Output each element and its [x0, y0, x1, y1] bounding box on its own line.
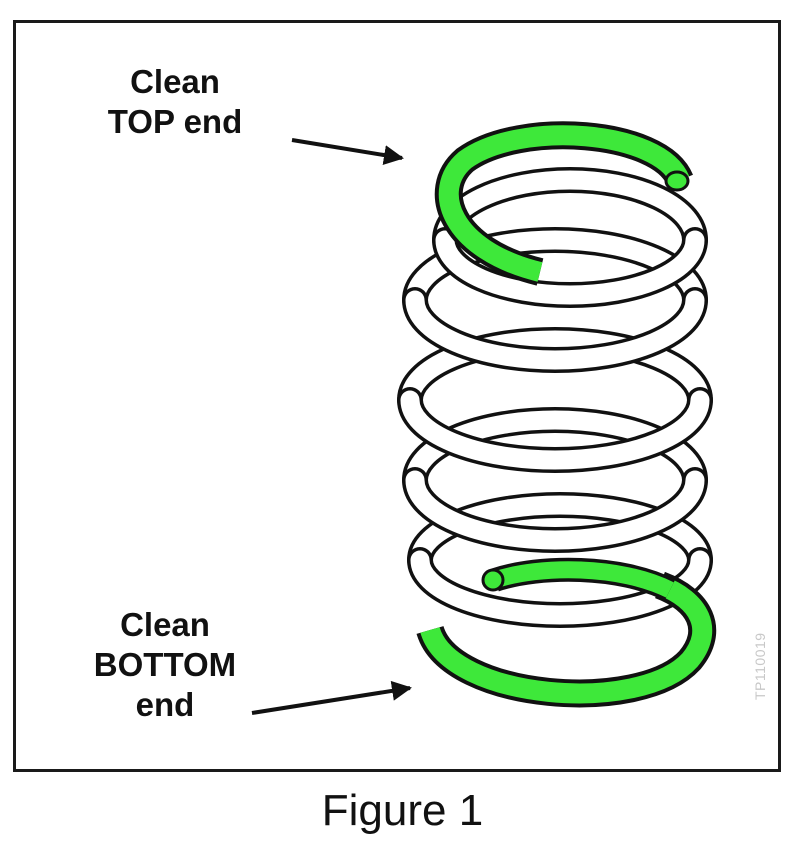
- bottom-end-label: Clean BOTTOM end: [60, 605, 270, 725]
- top-end-highlight: [434, 121, 693, 286]
- top-end-label: Clean TOP end: [85, 62, 265, 142]
- bottom-end-label-line1: Clean: [120, 606, 210, 643]
- bottom-end-label-line3: end: [135, 686, 195, 723]
- figure-caption: Figure 1: [321, 786, 484, 835]
- image-code: TP110019: [752, 632, 768, 700]
- top-end-label-line2: TOP end: [107, 103, 243, 140]
- bottom-end-label-line2: BOTTOM: [93, 646, 237, 683]
- top-end-label-line1: Clean: [130, 63, 220, 100]
- bottom-arrow: [251, 680, 412, 715]
- bottom-end-highlight: [416, 557, 717, 708]
- top-arrow: [291, 138, 404, 165]
